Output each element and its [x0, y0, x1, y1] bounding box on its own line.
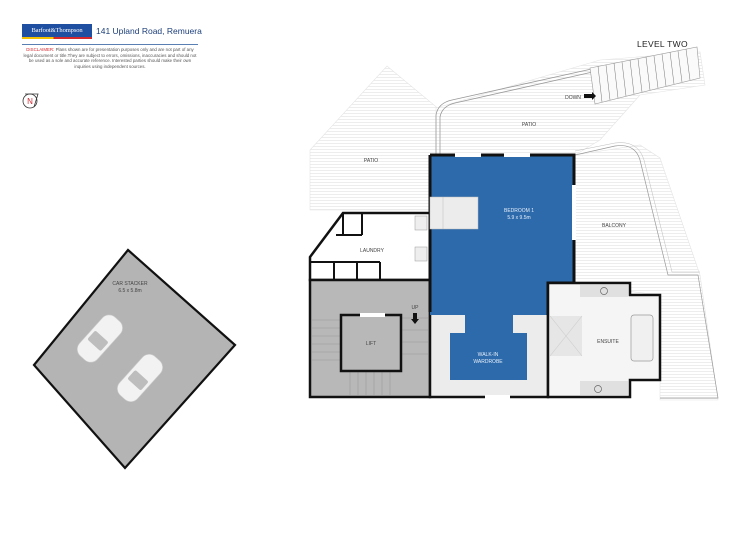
stairs-down: DOWN [565, 46, 701, 105]
bedroom-1: BEDROOM 1 5.9 x 9.5m [428, 153, 576, 315]
level-title: LEVEL TWO [637, 39, 688, 49]
walk-in-wardrobe: WALK-IN WARDROBE [428, 280, 550, 399]
north-arrow-icon: N [22, 93, 39, 109]
stairs-up-label: UP [412, 305, 420, 311]
patio-top-label: PATIO [522, 122, 536, 128]
stairs-down-label: DOWN [565, 95, 581, 101]
disclaimer: DISCLAIMER: Plans shown are for presenta… [22, 47, 198, 69]
brand-logo: Barfoot&Thompson [22, 24, 92, 39]
ensuite: ENSUITE [546, 281, 662, 399]
laundry: LAUNDRY [308, 211, 432, 282]
balcony: BALCONY [574, 142, 719, 401]
wardrobe-label: WARDROBE [473, 359, 503, 365]
header-divider [22, 44, 198, 45]
bedroom-size: 5.9 x 9.5m [507, 215, 530, 221]
patio-left-label: PATIO [364, 158, 378, 164]
car-stacker-size: 6.5 x 5.8m [118, 288, 141, 294]
disclaimer-text: Plans shown are for presentation purpose… [23, 47, 197, 69]
stairwell: LIFT UP [308, 278, 432, 399]
patio-left: PATIO [309, 65, 441, 211]
bedroom-label: BEDROOM 1 [504, 208, 534, 214]
balcony-label: BALCONY [602, 223, 627, 229]
logo-stripe [22, 37, 92, 39]
car-icon [117, 354, 163, 402]
compass-label: N [27, 97, 33, 106]
ensuite-label: ENSUITE [597, 339, 619, 345]
logo-text: Barfoot&Thompson [31, 27, 83, 34]
car-stacker: CAR STACKER 6.5 x 5.8m [32, 248, 237, 470]
lift-label: LIFT [366, 341, 376, 347]
arrow-down-icon [411, 313, 419, 324]
walk-in-label: WALK-IN [478, 352, 499, 358]
property-address: 141 Upland Road, Remuera [96, 26, 202, 36]
car-stacker-label: CAR STACKER [112, 281, 148, 287]
arrow-right-icon [584, 92, 596, 100]
disclaimer-label: DISCLAIMER: [26, 47, 55, 52]
laundry-label: LAUNDRY [360, 248, 384, 254]
car-icon [77, 314, 123, 363]
